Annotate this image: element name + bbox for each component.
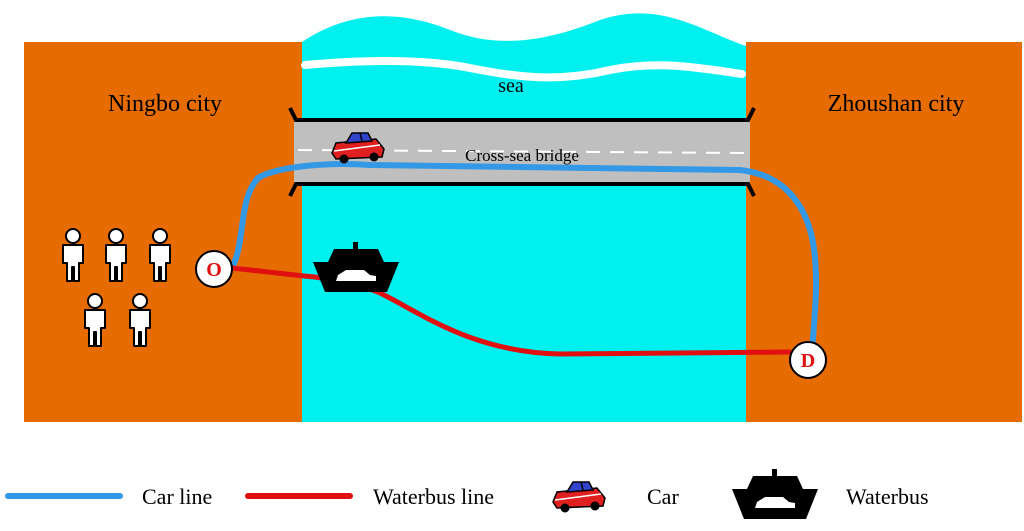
wave-line — [301, 56, 746, 82]
destination-label: D — [801, 350, 815, 372]
bridge-railing-top — [288, 107, 756, 122]
bridge-label: Cross-sea bridge — [465, 146, 579, 165]
sea-area — [302, 13, 746, 422]
legend-car-line-label: Car line — [142, 484, 212, 509]
legend: Car line Waterbus line Car Waterbus — [5, 469, 929, 519]
legend-waterbus-line-label: Waterbus line — [373, 484, 494, 509]
bridge-railing-bottom — [288, 182, 756, 197]
person-icon — [62, 228, 84, 282]
destination-node — [789, 341, 827, 379]
person-icon — [149, 228, 171, 282]
car-route — [229, 161, 820, 355]
origin-node — [195, 250, 233, 288]
zhoushan-label: Zhoushan city — [828, 91, 965, 117]
legend-car-label: Car — [647, 484, 679, 509]
ningbo-label: Ningbo city — [108, 91, 222, 117]
person-icon — [129, 293, 151, 347]
car-icon — [552, 481, 606, 514]
person-icon — [84, 293, 106, 347]
origin-label: O — [206, 259, 222, 281]
person-icon — [105, 228, 127, 282]
legend-waterbus-label: Waterbus — [846, 484, 929, 509]
sea-label: sea — [498, 75, 524, 97]
ferry-icon — [732, 469, 818, 519]
